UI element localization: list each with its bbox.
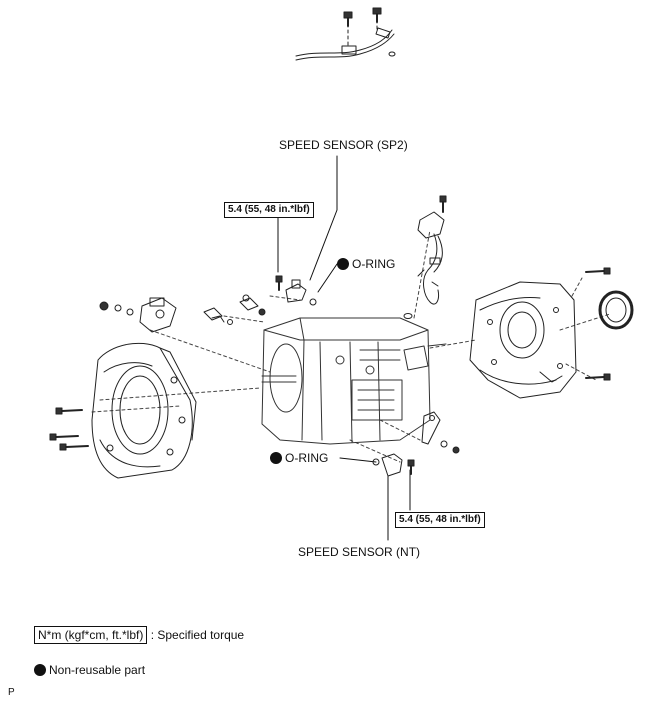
torque-spec-top: 5.4 (55, 48 in.*lbf) [224,202,314,218]
label-speed-sensor-nt: SPEED SENSOR (NT) [298,545,421,559]
park-neutral-switch [99,297,177,333]
label-speed-sensor-sp2: SPEED SENSOR (SP2) [279,138,408,152]
non-reusable-dot-icon [34,664,46,676]
bolt-icon [59,443,89,451]
non-reusable-dot-icon [270,452,282,464]
wire-harness-top [295,7,396,61]
fittings [203,294,266,325]
o-ring-top-text: O-RING [352,257,396,271]
legend-torque-unit: N*m (kgf*cm, ft.*lbf) [34,626,148,644]
label-o-ring-bottom: O-RING [270,451,328,465]
transmission-case [261,317,447,445]
housing-bolts [49,407,89,451]
bolt-icon [55,407,83,415]
bolt-icon [275,275,283,291]
bolt-icon [407,459,415,475]
wire-harness-right [403,195,447,319]
bolt-icon [372,7,382,23]
footer-code: P [8,687,15,698]
manual-lever [421,411,460,454]
extension-housing [469,281,577,399]
oil-seal [598,290,634,330]
bolt-icon [585,373,611,381]
torque-spec-bottom: 5.4 (55, 48 in.*lbf) [395,512,485,528]
extension-bolts [585,267,611,381]
speed-sensor-sp2-part [275,275,317,306]
bolt-icon [49,433,79,441]
legend-torque-desc: : Specified torque [150,628,245,642]
leader-lines [277,155,411,541]
legend-torque: N*m (kgf*cm, ft.*lbf) : Specified torque [34,626,245,644]
label-o-ring-top: O-RING [337,257,395,271]
converter-housing [91,342,197,479]
assembly-lines [91,229,611,463]
bolt-icon [585,267,611,275]
bolt-icon [343,11,353,27]
legend-non-reusable: Non-reusable part [34,662,145,678]
bolt-icon [439,195,447,213]
speed-sensor-nt-part [372,453,415,477]
o-ring-bottom-text: O-RING [285,451,329,465]
legend-non-reusable-text: Non-reusable part [49,663,146,677]
non-reusable-dot-icon [337,258,349,270]
